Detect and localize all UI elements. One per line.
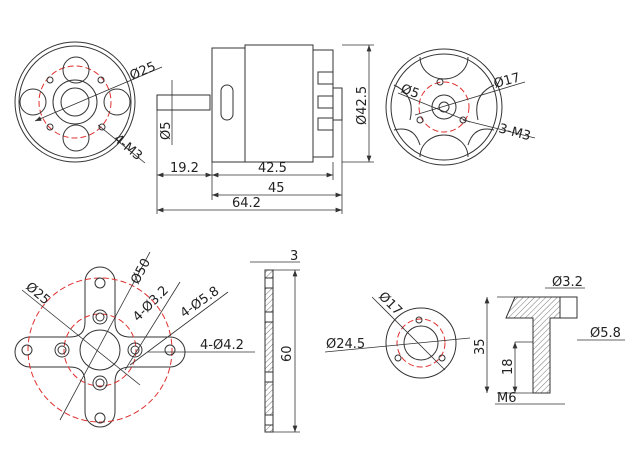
mount-side-view: 3 60 <box>250 249 300 433</box>
mount-length-label: 60 <box>280 345 295 362</box>
rear-shaft-label: Ø5 <box>399 82 422 102</box>
body-diameter-label: Ø42.5 <box>355 86 370 125</box>
mount-inner-label: Ø25 <box>22 280 52 309</box>
shaft-length-label: 19.2 <box>170 161 199 176</box>
prop-adapter-front-view: Ø24.5 Ø17 <box>324 289 471 379</box>
total-length-label: 64.2 <box>232 196 261 211</box>
prop-adapter-side-view: Ø3.2 Ø5.8 35 18 M6 <box>473 275 625 406</box>
rear-holes-label: 3-M3 <box>497 121 532 144</box>
adapter-thread-label: M6 <box>497 391 517 406</box>
adapter-height-label: 35 <box>473 338 488 355</box>
adapter-flange-label: Ø5.8 <box>590 326 621 341</box>
mount-thickness-label: 3 <box>290 249 298 264</box>
adapter-thread-length-label: 18 <box>501 358 516 375</box>
rear-hole-circle-label: Ø17 <box>492 70 522 91</box>
motor-front-view: Ø25 4-M3 <box>14 41 163 164</box>
body-length-label: 42.5 <box>258 161 287 176</box>
motor-rear-view: Ø5 Ø17 3-M3 <box>385 48 536 166</box>
mount-hole-c-label: 4-Ø4.2 <box>200 338 244 353</box>
mount-hole-a-label: 4-Ø3.2 <box>130 283 172 325</box>
adapter-hole-label: Ø3.2 <box>552 275 583 290</box>
total-body-label: 45 <box>268 181 285 196</box>
mount-hole-b-label: 4-Ø5.8 <box>178 284 223 321</box>
cross-mount-view: Ø50 Ø25 4-Ø3.2 4-Ø5.8 4-Ø4.2 <box>14 251 255 428</box>
shaft-diameter-label: Ø5 <box>159 121 174 140</box>
front-hole-circle-label: Ø25 <box>128 59 159 83</box>
adapter-outer-label: Ø24.5 <box>326 337 365 352</box>
mount-outer-label: Ø50 <box>128 256 154 287</box>
mount-holes <box>21 277 176 424</box>
motor-side-view: Ø5 Ø42.5 19.2 42.5 45 64.2 <box>156 44 374 214</box>
